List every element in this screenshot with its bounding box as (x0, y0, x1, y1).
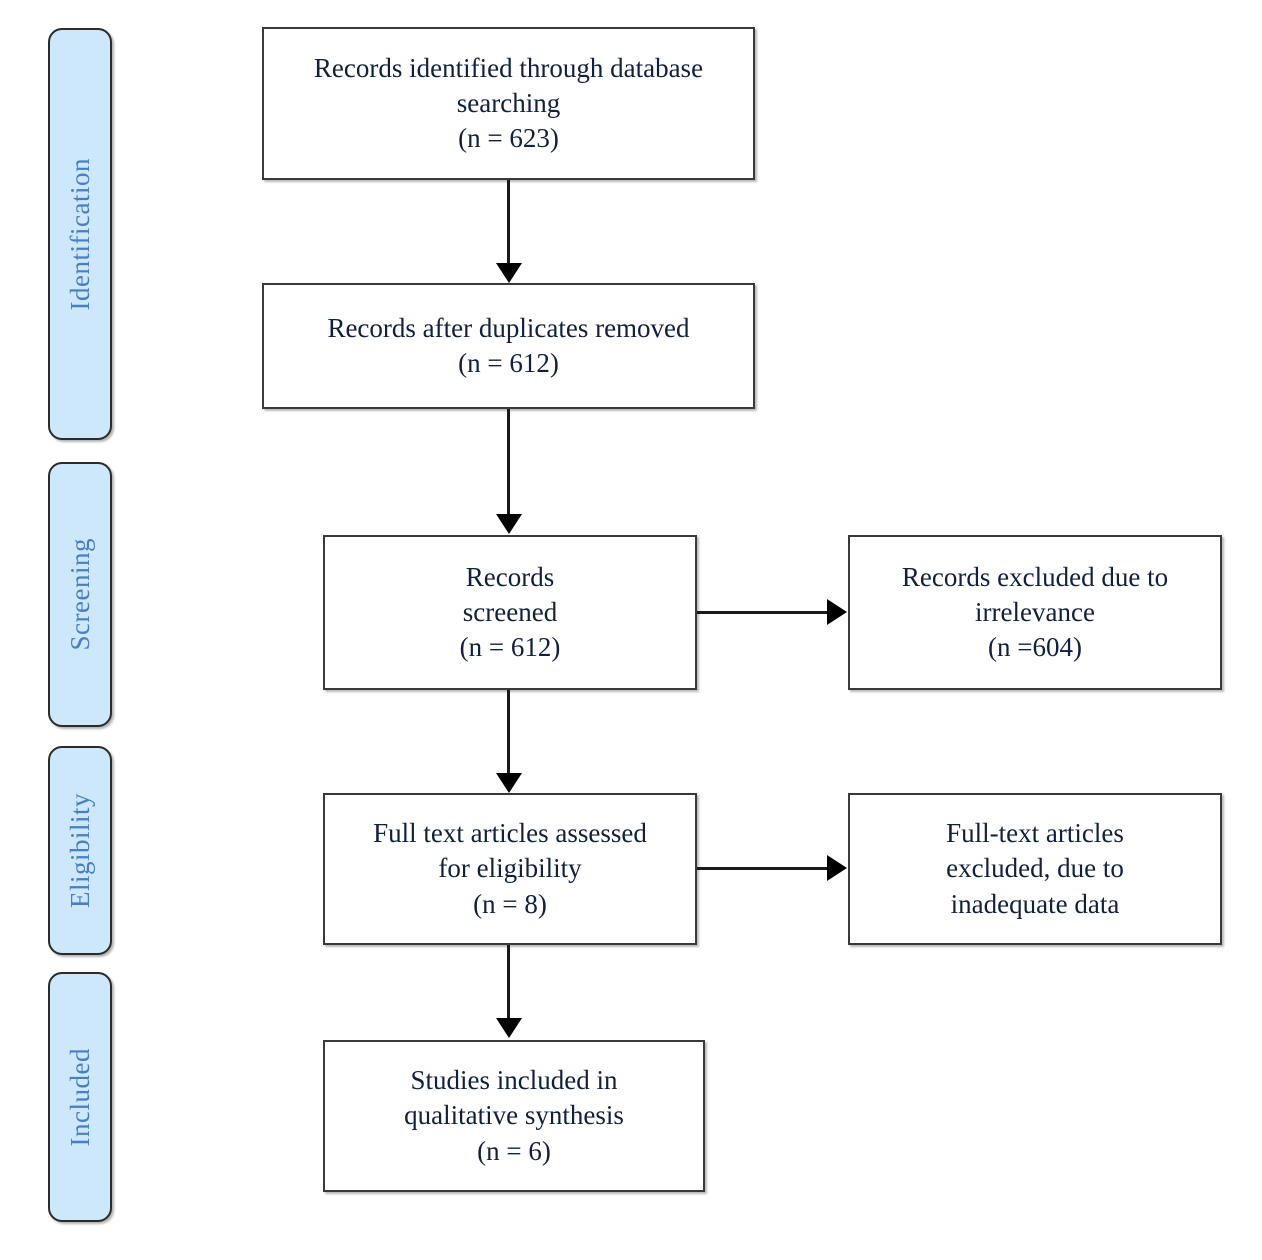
box-full-text-assessed-line-2: for eligibility (438, 853, 582, 884)
box-records-after-duplicates-line-2: (n = 612) (458, 348, 559, 378)
stage-identification-label: Identification (64, 157, 95, 311)
connector-screened-to-excluded-line (697, 611, 829, 614)
connector-identified-to-duplicates-line (507, 180, 510, 265)
box-records-after-duplicates-line-1: Records after duplicates removed (327, 312, 690, 343)
box-records-identified-line-1: Records identified through database (313, 52, 704, 83)
connector-screened-to-fulltext-arrowhead-icon (496, 773, 522, 793)
box-full-text-assessed-line-3: (n = 8) (473, 888, 547, 919)
connector-screened-to-excluded-arrowhead-icon (827, 599, 847, 625)
box-records-excluded-line-3: (n =604) (988, 632, 1082, 663)
connector-screened-to-fulltext-line (507, 690, 510, 775)
box-records-excluded-line-2: irrelevance (975, 596, 1095, 627)
stage-eligibility: Eligibility (48, 746, 112, 955)
box-full-text-excluded-line-1: Full-text articles (946, 818, 1124, 849)
connector-fulltext-to-excluded-arrowhead-icon (827, 855, 847, 881)
box-full-text-excluded-line-2: excluded, due to (946, 853, 1124, 884)
stage-screening: Screening (48, 462, 112, 727)
box-records-screened-line-2: screened (462, 596, 558, 627)
box-records-after-duplicates: Records after duplicates removed (n = 61… (262, 283, 755, 409)
box-full-text-assessed: Full text articles assessed for eligibil… (323, 793, 697, 945)
connector-identified-to-duplicates-arrowhead-icon (496, 263, 522, 283)
stage-screening-label: Screening (64, 538, 95, 651)
box-full-text-assessed-line-1: Full text articles assessed (373, 818, 647, 849)
box-records-excluded: Records excluded due to irrelevance (n =… (848, 535, 1222, 690)
stage-included: Included (48, 972, 112, 1222)
box-full-text-excluded: Full-text articles excluded, due to inad… (848, 793, 1222, 945)
box-studies-included-line-1: Studies included in (410, 1065, 618, 1096)
stage-included-label: Included (64, 1047, 95, 1147)
box-records-identified: Records identified through database sear… (262, 27, 755, 180)
box-studies-included-line-3: (n = 6) (477, 1135, 551, 1166)
connector-fulltext-to-included-arrowhead-icon (496, 1018, 522, 1038)
connector-duplicates-to-screened-line (507, 409, 510, 515)
connector-fulltext-to-excluded-line (697, 867, 829, 870)
connector-fulltext-to-included-line (507, 945, 510, 1020)
box-records-identified-line-2: searching (456, 87, 561, 118)
box-records-screened-line-3: (n = 612) (459, 632, 561, 663)
box-records-identified-line-3: (n = 623) (458, 123, 559, 154)
stage-identification: Identification (48, 28, 112, 440)
box-full-text-excluded-line-3: inadequate data (950, 888, 1120, 919)
box-studies-included-line-2: qualitative synthesis (404, 1100, 624, 1131)
box-records-screened: Records screened (n = 612) (323, 535, 697, 690)
box-studies-included: Studies included in qualitative synthesi… (323, 1040, 705, 1192)
stage-eligibility-label: Eligibility (64, 792, 95, 908)
connector-duplicates-to-screened-arrowhead-icon (496, 514, 522, 534)
box-records-screened-line-1: Records (465, 561, 555, 592)
box-records-excluded-line-1: Records excluded due to (901, 561, 1169, 592)
